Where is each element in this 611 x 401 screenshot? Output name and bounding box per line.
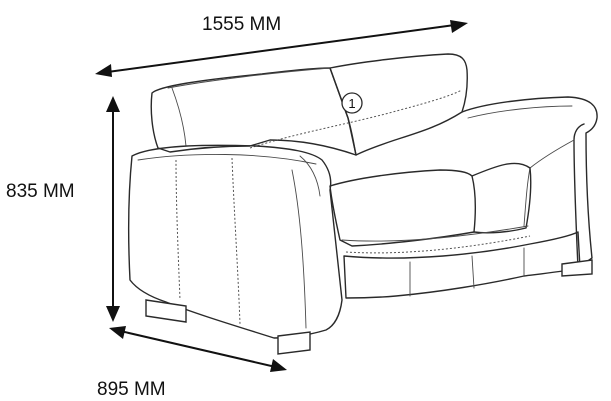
left-arm <box>127 144 343 339</box>
callout-circle <box>341 92 363 114</box>
height-arrow-bottom <box>106 306 120 322</box>
depth-arrow-left <box>109 326 126 339</box>
left-arm-front-roll <box>299 155 321 197</box>
base-panel-seam-2 <box>471 255 475 289</box>
depth-dimension-line <box>115 329 281 369</box>
foot-front-left <box>145 299 187 323</box>
sofa-illustration: 1 <box>127 53 598 355</box>
left-arm-front-face <box>291 169 307 329</box>
left-arm-top-roll <box>137 153 317 165</box>
right-arm-pad <box>467 105 573 119</box>
width-label: 1555 MM <box>202 14 281 35</box>
foot-back-right <box>561 259 593 277</box>
width-arrow-right <box>450 20 468 33</box>
width-dimension-line <box>99 23 463 74</box>
depth-dimension: 895 MM <box>97 326 287 400</box>
seat-front-edge <box>341 225 529 242</box>
right-arm-inner <box>523 139 575 227</box>
depth-label: 895 MM <box>97 379 166 400</box>
seat-cushion-left <box>329 169 477 247</box>
back-left-edge <box>171 87 187 147</box>
callout-marker: 1 <box>341 92 363 114</box>
height-arrow-top <box>106 96 120 112</box>
width-arrow-left <box>95 64 112 77</box>
back-cushion-right <box>329 53 468 156</box>
back-top-rail <box>167 67 331 89</box>
depth-arrow-right <box>270 359 287 372</box>
right-arm <box>461 96 598 269</box>
height-label: 835 MM <box>6 181 75 202</box>
seat-cushion-right <box>471 162 532 234</box>
back-stitch-seam <box>249 89 463 149</box>
left-arm-seam-2 <box>231 157 241 325</box>
callout-number: 1 <box>348 96 355 111</box>
height-dimension: 835 MM <box>6 96 120 322</box>
front-base <box>343 231 581 299</box>
seat-stitch-seam <box>345 235 531 254</box>
width-dimension: 1555 MM <box>95 14 468 77</box>
left-arm-seam-1 <box>175 159 181 301</box>
foot-front-right <box>277 331 311 355</box>
back-cushion-left <box>150 67 357 156</box>
